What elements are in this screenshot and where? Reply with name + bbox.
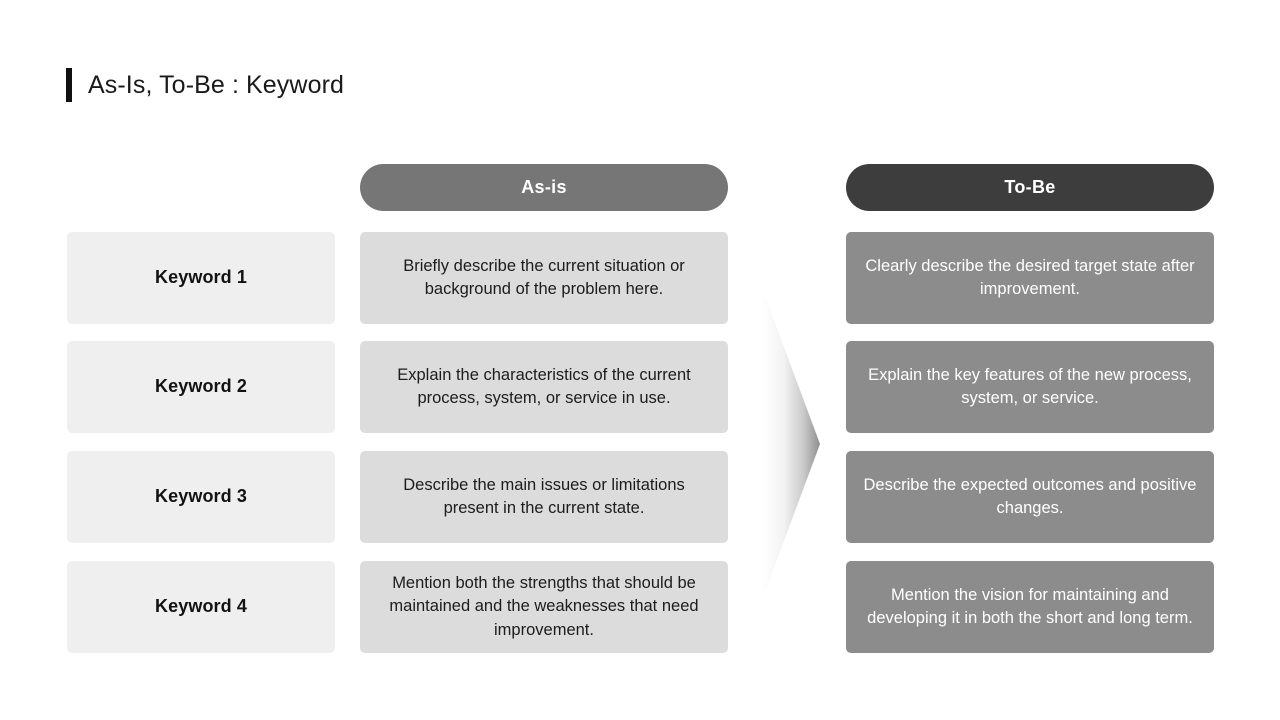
as-is-cell-text: Describe the main issues or limitations … <box>403 475 685 517</box>
keyword-cell-label: Keyword 4 <box>155 596 247 617</box>
column-header-to-be-label: To-Be <box>1004 177 1056 197</box>
to-be-cell[interactable]: Explain the key features of the new proc… <box>846 341 1214 433</box>
as-is-cell-text: Mention both the strengths that should b… <box>389 573 699 639</box>
column-header-as-is-label: As-is <box>521 177 567 197</box>
keyword-cell-label: Keyword 1 <box>155 267 247 288</box>
as-is-cell[interactable]: Mention both the strengths that should b… <box>360 561 728 653</box>
to-be-cell-text: Describe the expected outcomes and posit… <box>863 475 1197 517</box>
table-row: Keyword 4 Mention both the strengths tha… <box>0 561 1280 653</box>
column-header-as-is[interactable]: As-is <box>360 164 728 211</box>
keyword-cell[interactable]: Keyword 2 <box>67 341 335 433</box>
keyword-cell-label: Keyword 2 <box>155 376 247 397</box>
table-row: Keyword 1 Briefly describe the current s… <box>0 232 1280 324</box>
page-title: As-Is, To-Be : Keyword <box>66 68 344 102</box>
keyword-cell[interactable]: Keyword 4 <box>67 561 335 653</box>
as-is-cell-text: Explain the characteristics of the curre… <box>397 365 691 407</box>
keyword-cell-label: Keyword 3 <box>155 486 247 507</box>
to-be-cell[interactable]: Describe the expected outcomes and posit… <box>846 451 1214 543</box>
table-row: Keyword 3 Describe the main issues or li… <box>0 451 1280 543</box>
page-title-text: As-Is, To-Be : Keyword <box>88 70 344 99</box>
keyword-cell[interactable]: Keyword 3 <box>67 451 335 543</box>
as-is-cell[interactable]: Briefly describe the current situation o… <box>360 232 728 324</box>
column-header-to-be[interactable]: To-Be <box>846 164 1214 211</box>
to-be-cell-text: Clearly describe the desired target stat… <box>865 256 1195 298</box>
transition-arrow-icon <box>762 288 820 600</box>
as-is-cell[interactable]: Explain the characteristics of the curre… <box>360 341 728 433</box>
keyword-cell[interactable]: Keyword 1 <box>67 232 335 324</box>
as-is-cell-text: Briefly describe the current situation o… <box>403 256 685 298</box>
title-accent-bar <box>66 68 72 102</box>
to-be-cell[interactable]: Mention the vision for maintaining and d… <box>846 561 1214 653</box>
to-be-cell[interactable]: Clearly describe the desired target stat… <box>846 232 1214 324</box>
to-be-cell-text: Mention the vision for maintaining and d… <box>867 585 1193 627</box>
to-be-cell-text: Explain the key features of the new proc… <box>868 365 1192 407</box>
table-row: Keyword 2 Explain the characteristics of… <box>0 341 1280 433</box>
as-is-cell[interactable]: Describe the main issues or limitations … <box>360 451 728 543</box>
